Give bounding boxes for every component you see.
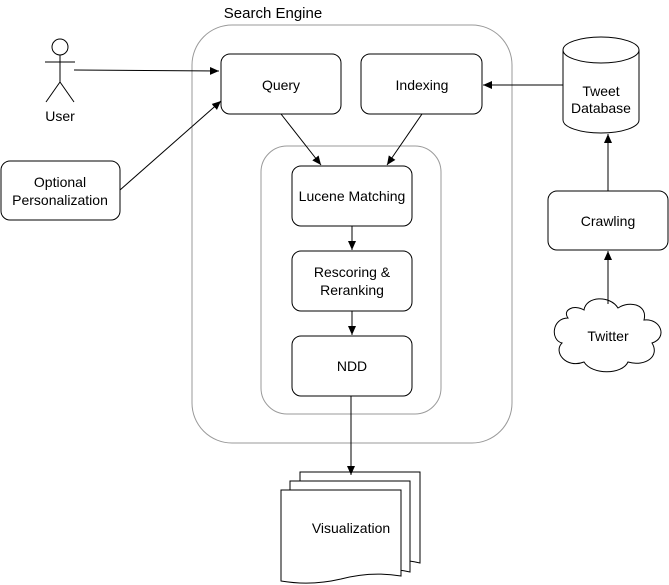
tweet-database-label-line1: Tweet xyxy=(582,83,619,99)
tweet-database-cylinder xyxy=(562,36,640,134)
rescoring-reranking-box xyxy=(291,250,413,312)
twitter-label: Twitter xyxy=(587,328,629,344)
optional-personalization-label-line1: Optional xyxy=(34,174,86,190)
visualization-documents xyxy=(280,471,421,584)
edge-personalization-to-query xyxy=(119,100,222,191)
optional-personalization-label-line2: Personalization xyxy=(12,192,108,208)
user-label: User xyxy=(45,108,75,124)
optional-personalization-box xyxy=(0,160,121,221)
rescoring-label-line1: Rescoring & xyxy=(314,264,391,280)
ndd-label: NDD xyxy=(337,358,367,374)
visualization-label: Visualization xyxy=(312,520,390,536)
crawling-label: Crawling xyxy=(581,213,635,229)
rescoring-label-line2: Reranking xyxy=(320,282,384,298)
tweet-database-label-line2: Database xyxy=(571,100,631,116)
edge-indexing-to-lucene xyxy=(386,113,423,166)
twitter-cloud-icon xyxy=(553,298,662,373)
lucene-matching-label: Lucene Matching xyxy=(299,188,406,204)
edge-user-to-query xyxy=(73,66,220,75)
edge-query-to-lucene xyxy=(280,113,322,166)
user-icon xyxy=(45,38,75,103)
query-label: Query xyxy=(262,77,300,93)
indexing-label: Indexing xyxy=(396,77,449,93)
ndd-box xyxy=(291,335,413,397)
search-engine-title: Search Engine xyxy=(224,5,322,22)
